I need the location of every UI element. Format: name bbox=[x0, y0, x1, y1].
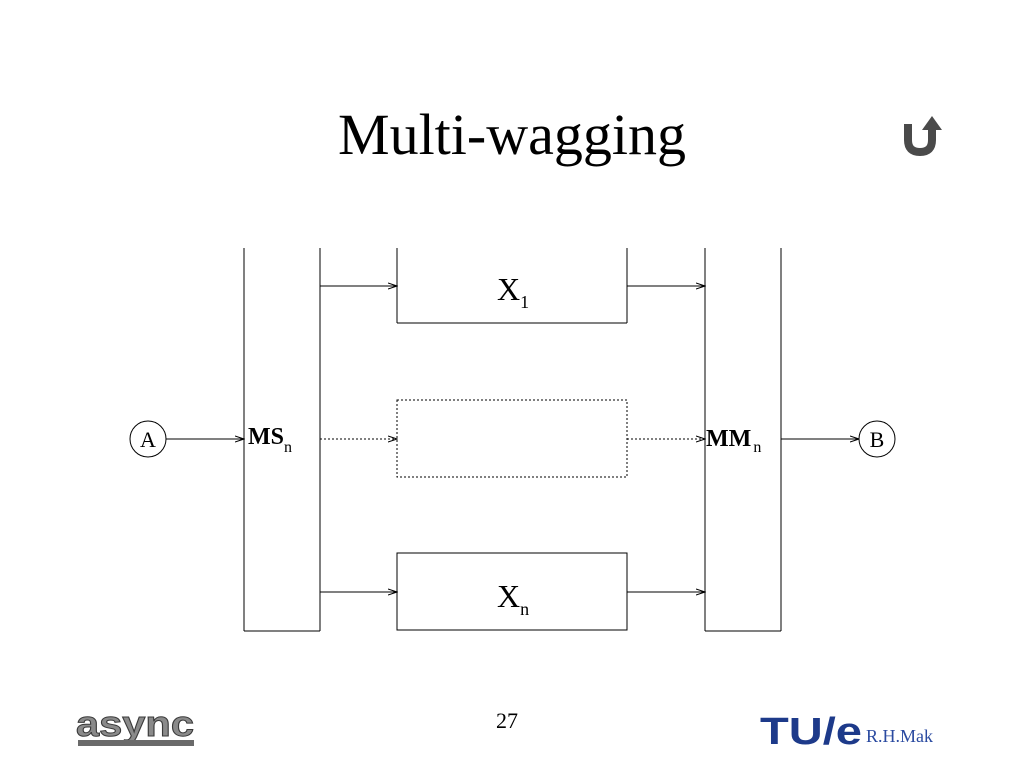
branch-bottom-subscript: n bbox=[520, 599, 529, 619]
input-port-label: A bbox=[140, 427, 156, 452]
tue-logo-text: TU/e bbox=[760, 711, 862, 750]
splitter-label: MSn bbox=[248, 424, 292, 456]
branch-bottom-name: X bbox=[497, 578, 520, 614]
branch-bottom-label: Xn bbox=[497, 578, 529, 619]
merger-name: MM bbox=[706, 426, 751, 452]
slide-title: Multi-wagging bbox=[338, 102, 686, 167]
branch-top-label: X1 bbox=[497, 271, 529, 312]
branch-block-middle bbox=[396, 399, 628, 478]
splitter-subscript: n bbox=[284, 439, 292, 456]
author-name: R.H.Mak bbox=[866, 726, 933, 746]
branch-top-subscript: 1 bbox=[520, 292, 529, 312]
async-logo: async bbox=[76, 704, 195, 746]
async-logo-text: async bbox=[76, 704, 194, 744]
tue-logo: TU/e bbox=[760, 711, 862, 750]
output-port-b bbox=[858, 420, 896, 458]
input-port-a bbox=[129, 420, 167, 458]
branch-top-name: X bbox=[497, 271, 520, 307]
return-arrow-icon[interactable] bbox=[900, 112, 942, 158]
merger-subscript: n bbox=[753, 439, 761, 456]
splitter-name: MS bbox=[248, 424, 284, 450]
page-number: 27 bbox=[496, 708, 518, 733]
output-port-label: B bbox=[870, 427, 885, 452]
